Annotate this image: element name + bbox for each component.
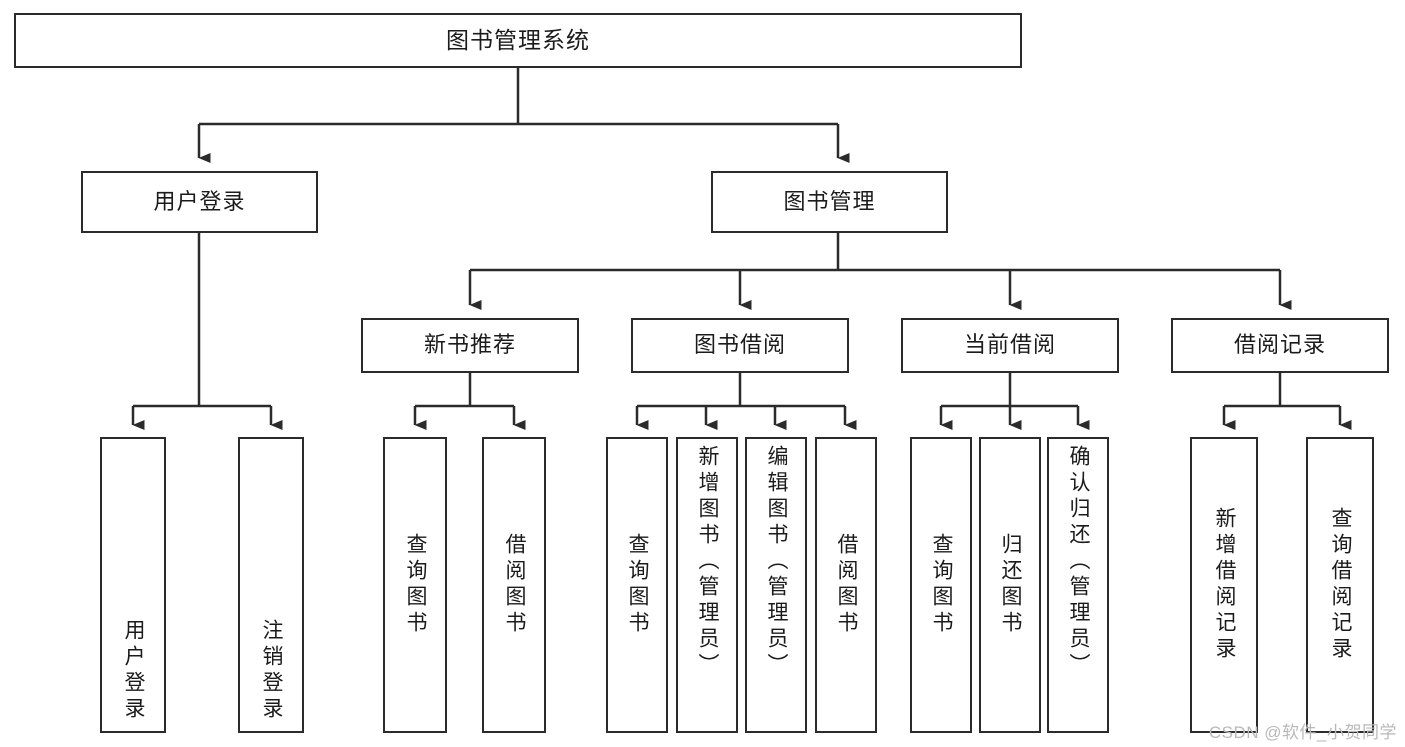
leaf-query-book-3[interactable]: 查询图书 bbox=[910, 437, 972, 733]
node-user-login[interactable]: 用户登录 bbox=[81, 171, 318, 233]
node-label: 借阅记录 bbox=[1233, 332, 1326, 358]
node-label: 归还图书 bbox=[999, 533, 1023, 637]
node-label: 借阅图书 bbox=[835, 533, 859, 637]
node-label: 图书借阅 bbox=[693, 332, 786, 358]
node-borrow-record[interactable]: 借阅记录 bbox=[1171, 318, 1389, 373]
leaf-borrow-book-2[interactable]: 借阅图书 bbox=[815, 437, 877, 733]
node-root-system[interactable]: 图书管理系统 bbox=[14, 13, 1022, 68]
node-label: 用户登录 bbox=[153, 188, 246, 214]
leaf-borrow-book-1[interactable]: 借阅图书 bbox=[482, 437, 546, 733]
node-current-borrow[interactable]: 当前借阅 bbox=[901, 318, 1119, 373]
node-label: 查询借阅记录 bbox=[1329, 507, 1353, 663]
node-label: 新增图书（管理员） bbox=[696, 445, 720, 679]
node-label: 新增借阅记录 bbox=[1213, 507, 1237, 663]
node-label: 图书管理 bbox=[783, 188, 876, 214]
node-label: 注销登录 bbox=[260, 619, 284, 723]
leaf-confirm-return[interactable]: 确认归还（管理员） bbox=[1047, 437, 1109, 733]
node-label: 用户登录 bbox=[122, 619, 146, 723]
node-new-book-recommend[interactable]: 新书推荐 bbox=[361, 318, 579, 373]
node-book-manage[interactable]: 图书管理 bbox=[711, 171, 948, 233]
leaf-query-record[interactable]: 查询借阅记录 bbox=[1306, 437, 1374, 733]
node-label: 查询图书 bbox=[404, 533, 428, 637]
node-label: 编辑图书（管理员） bbox=[765, 445, 789, 679]
leaf-user-login[interactable]: 用户登录 bbox=[100, 437, 166, 733]
leaf-query-book-1[interactable]: 查询图书 bbox=[383, 437, 447, 733]
node-label: 图书管理系统 bbox=[446, 26, 590, 53]
node-label: 新书推荐 bbox=[423, 332, 516, 358]
leaf-return-book[interactable]: 归还图书 bbox=[979, 437, 1041, 733]
csdn-watermark: CSDN @软件_小贺同学 bbox=[1208, 723, 1397, 742]
leaf-add-record[interactable]: 新增借阅记录 bbox=[1190, 437, 1258, 733]
leaf-edit-book[interactable]: 编辑图书（管理员） bbox=[745, 437, 807, 733]
node-label: 借阅图书 bbox=[503, 533, 527, 637]
node-label: 查询图书 bbox=[930, 533, 954, 637]
leaf-query-book-2[interactable]: 查询图书 bbox=[606, 437, 668, 733]
node-label: 确认归还（管理员） bbox=[1067, 445, 1091, 679]
node-label: 当前借阅 bbox=[963, 332, 1056, 358]
node-label: 查询图书 bbox=[626, 533, 650, 637]
leaf-logout-login[interactable]: 注销登录 bbox=[238, 437, 304, 733]
leaf-add-book[interactable]: 新增图书（管理员） bbox=[676, 437, 738, 733]
node-book-borrow[interactable]: 图书借阅 bbox=[631, 318, 849, 373]
